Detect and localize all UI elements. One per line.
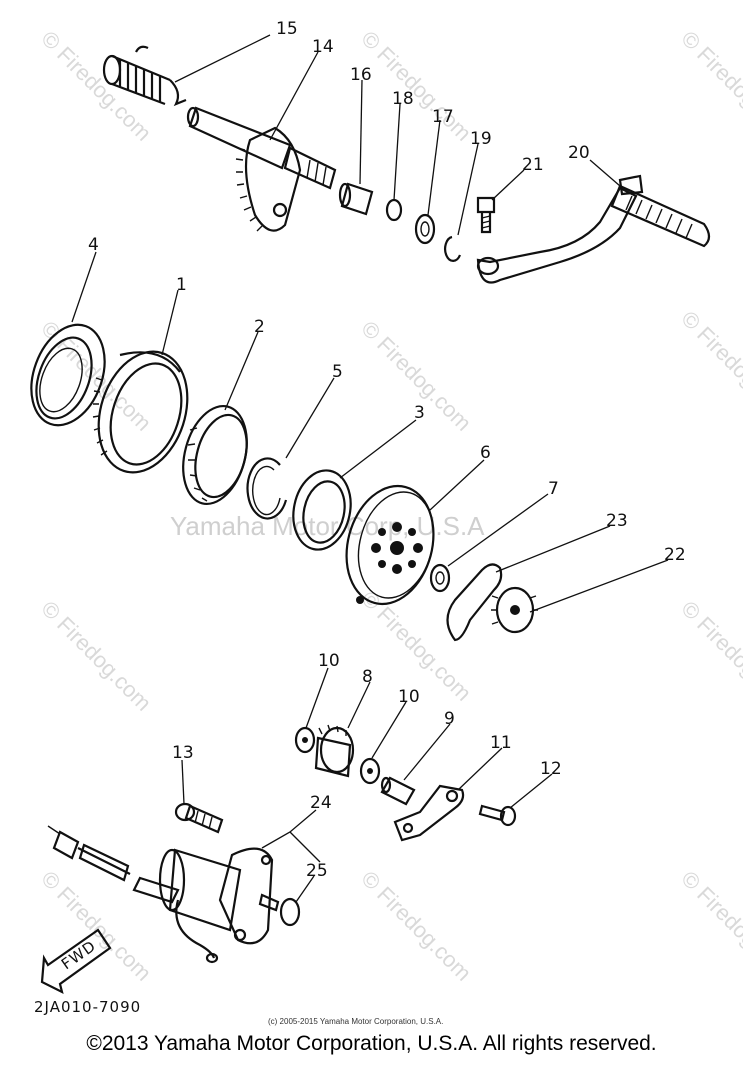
starter-motor-part: [132, 847, 280, 945]
watermark: © Firedog.com: [36, 26, 156, 146]
callout-label: 19: [470, 129, 492, 149]
small-copyright: (c) 2005-2015 Yamaha Motor Corporation, …: [268, 1017, 443, 1026]
ring-part: [292, 469, 352, 551]
kick-lever-part: [476, 174, 711, 284]
callout-label: 5: [332, 362, 343, 382]
pinion-gear-part: [491, 586, 538, 634]
screw-part: [478, 804, 517, 827]
callout-label: 7: [548, 479, 559, 499]
bolt-part: [476, 196, 496, 234]
callout-label: 17: [432, 107, 454, 127]
callout-label: 21: [522, 155, 544, 175]
watermark: © Firedog.com: [356, 26, 476, 146]
callout-label: 18: [392, 89, 414, 109]
idler-gear-part: [314, 724, 355, 778]
thrust-washer-part: [294, 726, 316, 754]
clutch-outer-part: [92, 350, 189, 474]
callout-label: 14: [312, 37, 334, 57]
callout-label: 9: [444, 709, 455, 729]
watermark: © Firedog.com: [676, 306, 743, 426]
leader-lines: [71, 34, 669, 903]
o-ring-part: [279, 897, 301, 927]
callout-label: 20: [568, 143, 590, 163]
callout-label: 16: [350, 65, 372, 85]
callout-label: 2: [254, 317, 265, 337]
callout-label: 15: [276, 19, 298, 39]
wire-lead-part: [47, 825, 219, 964]
circlip-part: [444, 235, 462, 262]
callout-label: 10: [318, 651, 340, 671]
callout-label: 10: [398, 687, 420, 707]
callout-label: 1: [176, 275, 187, 295]
footer-copyright: ©2013 Yamaha Motor Corporation, U.S.A. A…: [86, 1032, 657, 1055]
callout-label: 24: [310, 793, 332, 813]
spring-part: [102, 45, 187, 107]
bracket-part: [393, 784, 465, 842]
mount-bolt-part: [174, 802, 224, 834]
watermark: © Firedog.com: [356, 866, 476, 986]
callout-label: 4: [88, 235, 99, 255]
callout-labels: 15 14 16 18 17 19 21 20 4 1 2 5 3 6 7 23…: [88, 19, 686, 881]
watermark-group: © Firedog.com © Firedog.com © Firedog.co…: [36, 26, 743, 986]
center-watermark: Yamaha Motor Corp, U.S.A: [170, 511, 485, 541]
callout-label: 23: [606, 511, 628, 531]
callout-label: 11: [490, 733, 512, 753]
watermark: © Firedog.com: [676, 866, 743, 986]
callout-label: 25: [306, 861, 328, 881]
collar-part: [338, 182, 374, 216]
watermark: © Firedog.com: [676, 596, 743, 716]
spring-clip-part: [446, 563, 503, 642]
callout-label: 13: [172, 743, 194, 763]
callout-label: 8: [362, 667, 373, 687]
oil-seal-part: [30, 323, 106, 427]
drive-plate-part: [345, 484, 435, 606]
callout-label: 22: [664, 545, 686, 565]
watermark: © Firedog.com: [676, 26, 743, 146]
callout-label: 6: [480, 443, 491, 463]
bearing-part: [182, 404, 248, 506]
shaft-part: [380, 776, 416, 806]
snap-ring-part: [246, 457, 288, 520]
washer-part: [414, 213, 436, 245]
thrust-washer-part: [359, 757, 381, 785]
watermark: © Firedog.com: [36, 866, 156, 986]
callout-label: 3: [414, 403, 425, 423]
drawing-code: 2JA010-7090: [34, 998, 141, 1016]
clip-part: [385, 198, 403, 222]
kick-shaft-part: [186, 106, 337, 232]
watermark: © Firedog.com: [36, 596, 156, 716]
callout-label: 12: [540, 759, 562, 779]
small-washer-part: [429, 563, 451, 593]
